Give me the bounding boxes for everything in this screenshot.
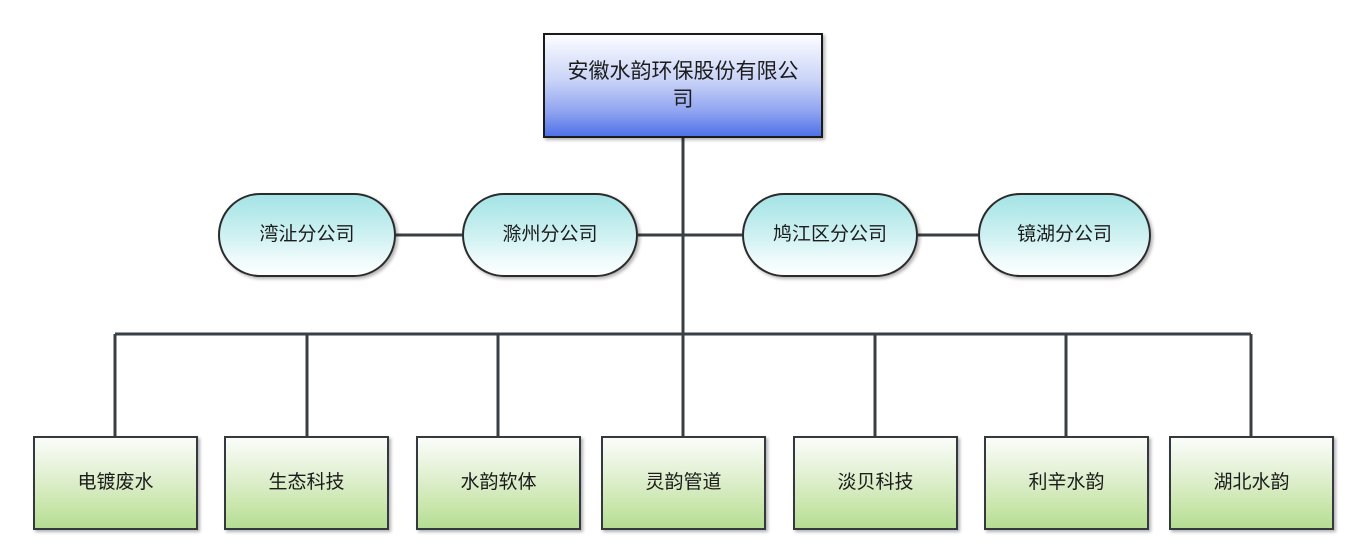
node-branch-2[interactable]: 鸠江区分公司 [742, 193, 918, 277]
node-root-label: 安徽水韵环保股份有限公司 [567, 58, 799, 111]
node-leaf-6[interactable]: 湖北水韵 [1169, 436, 1334, 530]
node-branch-1[interactable]: 滁州分公司 [462, 193, 638, 277]
node-root[interactable]: 安徽水韵环保股份有限公司 [543, 33, 823, 138]
node-leaf-5-label: 利辛水韵 [1028, 471, 1105, 494]
node-branch-3[interactable]: 镜湖分公司 [978, 193, 1151, 277]
node-branch-0-label: 湾沚分公司 [259, 223, 355, 246]
node-leaf-1-label: 生态科技 [268, 471, 345, 494]
node-leaf-0[interactable]: 电镀废水 [33, 436, 198, 530]
node-branch-2-label: 鸠江区分公司 [772, 223, 887, 246]
node-branch-1-label: 滁州分公司 [502, 223, 598, 246]
node-leaf-3-label: 灵韵管道 [645, 471, 722, 494]
node-leaf-0-label: 电镀废水 [77, 471, 154, 494]
node-branch-3-label: 镜湖分公司 [1016, 223, 1112, 246]
node-leaf-2-label: 水韵软体 [460, 471, 537, 494]
node-leaf-1[interactable]: 生态科技 [224, 436, 389, 530]
node-leaf-4[interactable]: 淡贝科技 [793, 436, 958, 530]
node-branch-0[interactable]: 湾沚分公司 [218, 193, 396, 277]
node-leaf-4-label: 淡贝科技 [837, 471, 914, 494]
node-leaf-3[interactable]: 灵韵管道 [601, 436, 766, 530]
node-leaf-6-label: 湖北水韵 [1213, 471, 1290, 494]
node-leaf-5[interactable]: 利辛水韵 [984, 436, 1149, 530]
node-leaf-2[interactable]: 水韵软体 [416, 436, 581, 530]
